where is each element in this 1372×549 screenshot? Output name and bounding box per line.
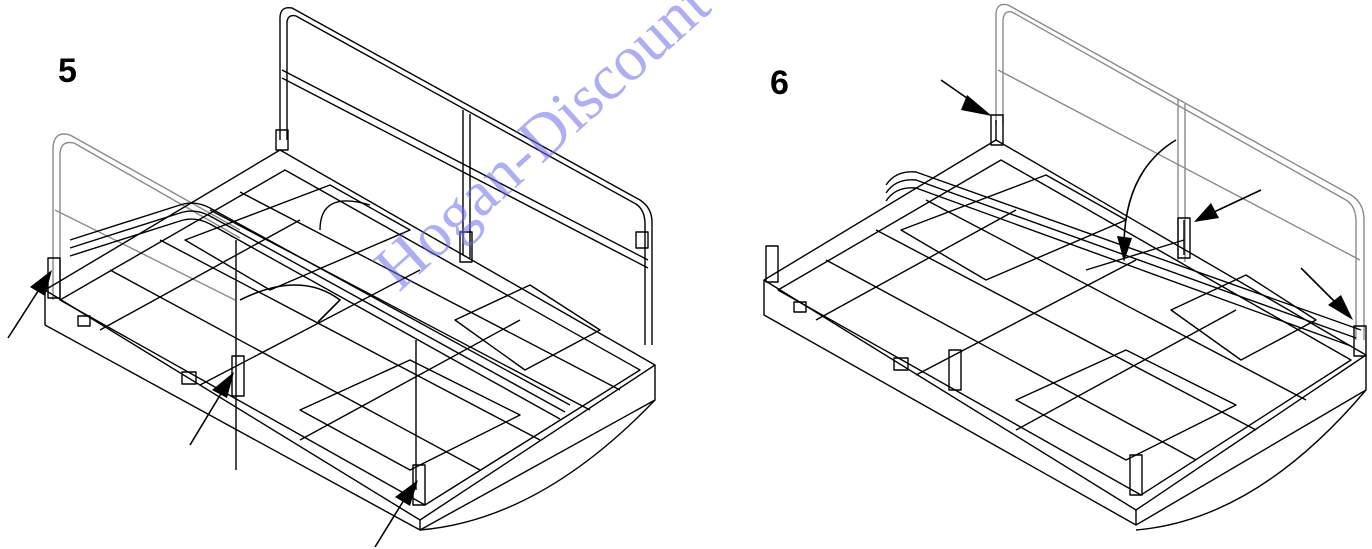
side-rail-folded: [69, 202, 571, 490]
platform-panels: [900, 174, 1317, 461]
arrow-1: [7, 270, 52, 339]
side-rail-raised: [885, 120, 1362, 347]
arrow-2: [1194, 189, 1262, 222]
swing-arrow: [239, 284, 342, 323]
side-rail-ghost: [52, 133, 241, 301]
arrow-2: [189, 372, 234, 446]
swing-arrow: [1117, 139, 1177, 262]
platform-panels: [184, 184, 601, 471]
arrow-3: [1300, 267, 1353, 320]
step-5-panel: 5: [7, 7, 656, 548]
rail-posts: [47, 129, 649, 506]
step-number: 6: [770, 64, 789, 102]
step-6-panel: 6: [686, 0, 1372, 549]
step-5-illustration: [7, 7, 656, 548]
step-6-illustration: [763, 3, 1367, 531]
cross-members: [99, 191, 621, 471]
arrow-3: [374, 480, 418, 548]
bed-frame: [44, 149, 656, 531]
arrow-1: [940, 79, 992, 116]
callout-arrows: [7, 270, 418, 548]
back-rail-ghost: [995, 3, 1365, 340]
back-rail: [279, 7, 653, 345]
step-number: 5: [58, 52, 77, 90]
rail-posts: [765, 114, 1367, 496]
cross-members: [815, 199, 1307, 461]
callout-arrows: [940, 79, 1353, 320]
bed-frame: [763, 139, 1367, 531]
